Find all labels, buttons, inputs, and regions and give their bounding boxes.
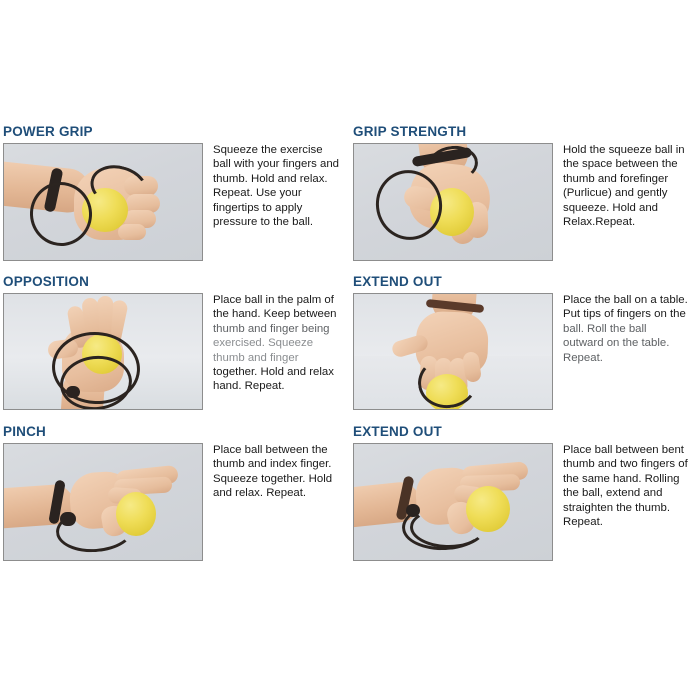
instruction-line: Repeat. — [563, 351, 603, 364]
instructions-grip-strength: Hold the squeeze ball in the space betwe… — [553, 143, 700, 229]
instruction-line: thumb and index finger. — [213, 458, 332, 471]
instruction-line: the hand. Keep between — [213, 308, 337, 321]
instruction-line: squeeze. Hold and — [563, 201, 658, 214]
instructions-pinch: Place ball between the thumb and index f… — [203, 443, 350, 501]
instruction-line: ball with your fingers and — [213, 158, 339, 171]
photo-power-grip — [3, 143, 203, 261]
instruction-line: fingertips to apply — [213, 201, 303, 214]
panel-heading-pinch: PINCH — [3, 424, 47, 439]
photo-extend-out-table — [353, 293, 553, 410]
instruction-line: Relax.Repeat. — [563, 216, 636, 229]
instruction-line: ball. Roll the ball — [563, 322, 647, 335]
panel-opposition: OPPOSITION — [0, 274, 350, 424]
instructions-extend-out-table: Place the ball on a table. Put tips of f… — [553, 293, 700, 365]
exercise-grid: POWER GRIP — [0, 124, 700, 584]
instruction-line: thumb and finger — [213, 351, 299, 364]
instruction-line: the ball, extend and — [563, 487, 663, 500]
panel-heading-extend-out-table: EXTEND OUT — [353, 274, 443, 289]
instructions-extend-out-thumb: Place ball between bent thumb and two fi… — [553, 443, 700, 529]
panel-heading-opposition: OPPOSITION — [3, 274, 90, 289]
photo-pinch — [3, 443, 203, 561]
instruction-line: thumb and finger being — [213, 322, 330, 335]
instruction-line: the space between the — [563, 158, 678, 171]
instruction-line: Squeeze the exercise — [213, 144, 323, 156]
panel-heading-power-grip: POWER GRIP — [3, 124, 93, 139]
instruction-line: Repeat. — [563, 516, 603, 529]
instruction-line: Place ball between bent — [563, 444, 684, 456]
photo-grip-strength — [353, 143, 553, 261]
panel-body-grip-strength: Hold the squeeze ball in the space betwe… — [353, 143, 700, 261]
instruction-line: hand. Repeat. — [213, 380, 285, 393]
panel-body-opposition: Place ball in the palm of the hand. Keep… — [3, 293, 350, 410]
panel-heading-extend-out-thumb: EXTEND OUT — [353, 424, 443, 439]
panel-body-extend-out-table: Place the ball on a table. Put tips of f… — [353, 293, 700, 410]
panel-extend-out-thumb: EXTEND OUT — [350, 424, 700, 584]
panel-grip-strength: GRIP STRENGTH — [350, 124, 700, 274]
instruction-line: Put tips of fingers on the — [563, 308, 686, 321]
panel-body-extend-out-thumb: Place ball between bent thumb and two fi… — [353, 443, 700, 561]
instruction-line: the same hand. Rolling — [563, 472, 680, 485]
instruction-line: straighten the thumb. — [563, 501, 671, 514]
instruction-line: and relax. Repeat. — [213, 487, 307, 500]
instruction-line: thumb. Hold and relax. — [213, 172, 328, 185]
instruction-line: Repeat. Use your — [213, 187, 302, 200]
instruction-line: Place the ball on a table. — [563, 294, 688, 306]
instructions-opposition: Place ball in the palm of the hand. Keep… — [203, 293, 350, 394]
panel-power-grip: POWER GRIP — [0, 124, 350, 274]
instruction-line: (Purlicue) and gently — [563, 187, 668, 200]
instruction-line: together. Hold and relax — [213, 366, 334, 379]
photo-opposition — [3, 293, 203, 410]
instruction-line: thumb and two fingers of — [563, 458, 688, 471]
instruction-line: thumb and forefinger — [563, 172, 669, 185]
panel-body-power-grip: Squeeze the exercise ball with your fing… — [3, 143, 350, 261]
instruction-line: pressure to the ball. — [213, 216, 314, 229]
panel-heading-grip-strength: GRIP STRENGTH — [353, 124, 467, 139]
instruction-line: outward on the table. — [563, 337, 670, 350]
instruction-line: Place ball in the palm of — [213, 294, 334, 306]
instructions-power-grip: Squeeze the exercise ball with your fing… — [203, 143, 350, 229]
panel-body-pinch: Place ball between the thumb and index f… — [3, 443, 350, 561]
panel-pinch: PINCH — [0, 424, 350, 584]
instruction-line: Place ball between the — [213, 444, 328, 456]
photo-extend-out-thumb — [353, 443, 553, 561]
instruction-line: Squeeze together. Hold — [213, 472, 333, 485]
instruction-line: Hold the squeeze ball in — [563, 144, 685, 156]
instruction-line: exercised. Squeeze — [213, 337, 314, 350]
panel-extend-out-table: EXTEND OUT — [350, 274, 700, 424]
